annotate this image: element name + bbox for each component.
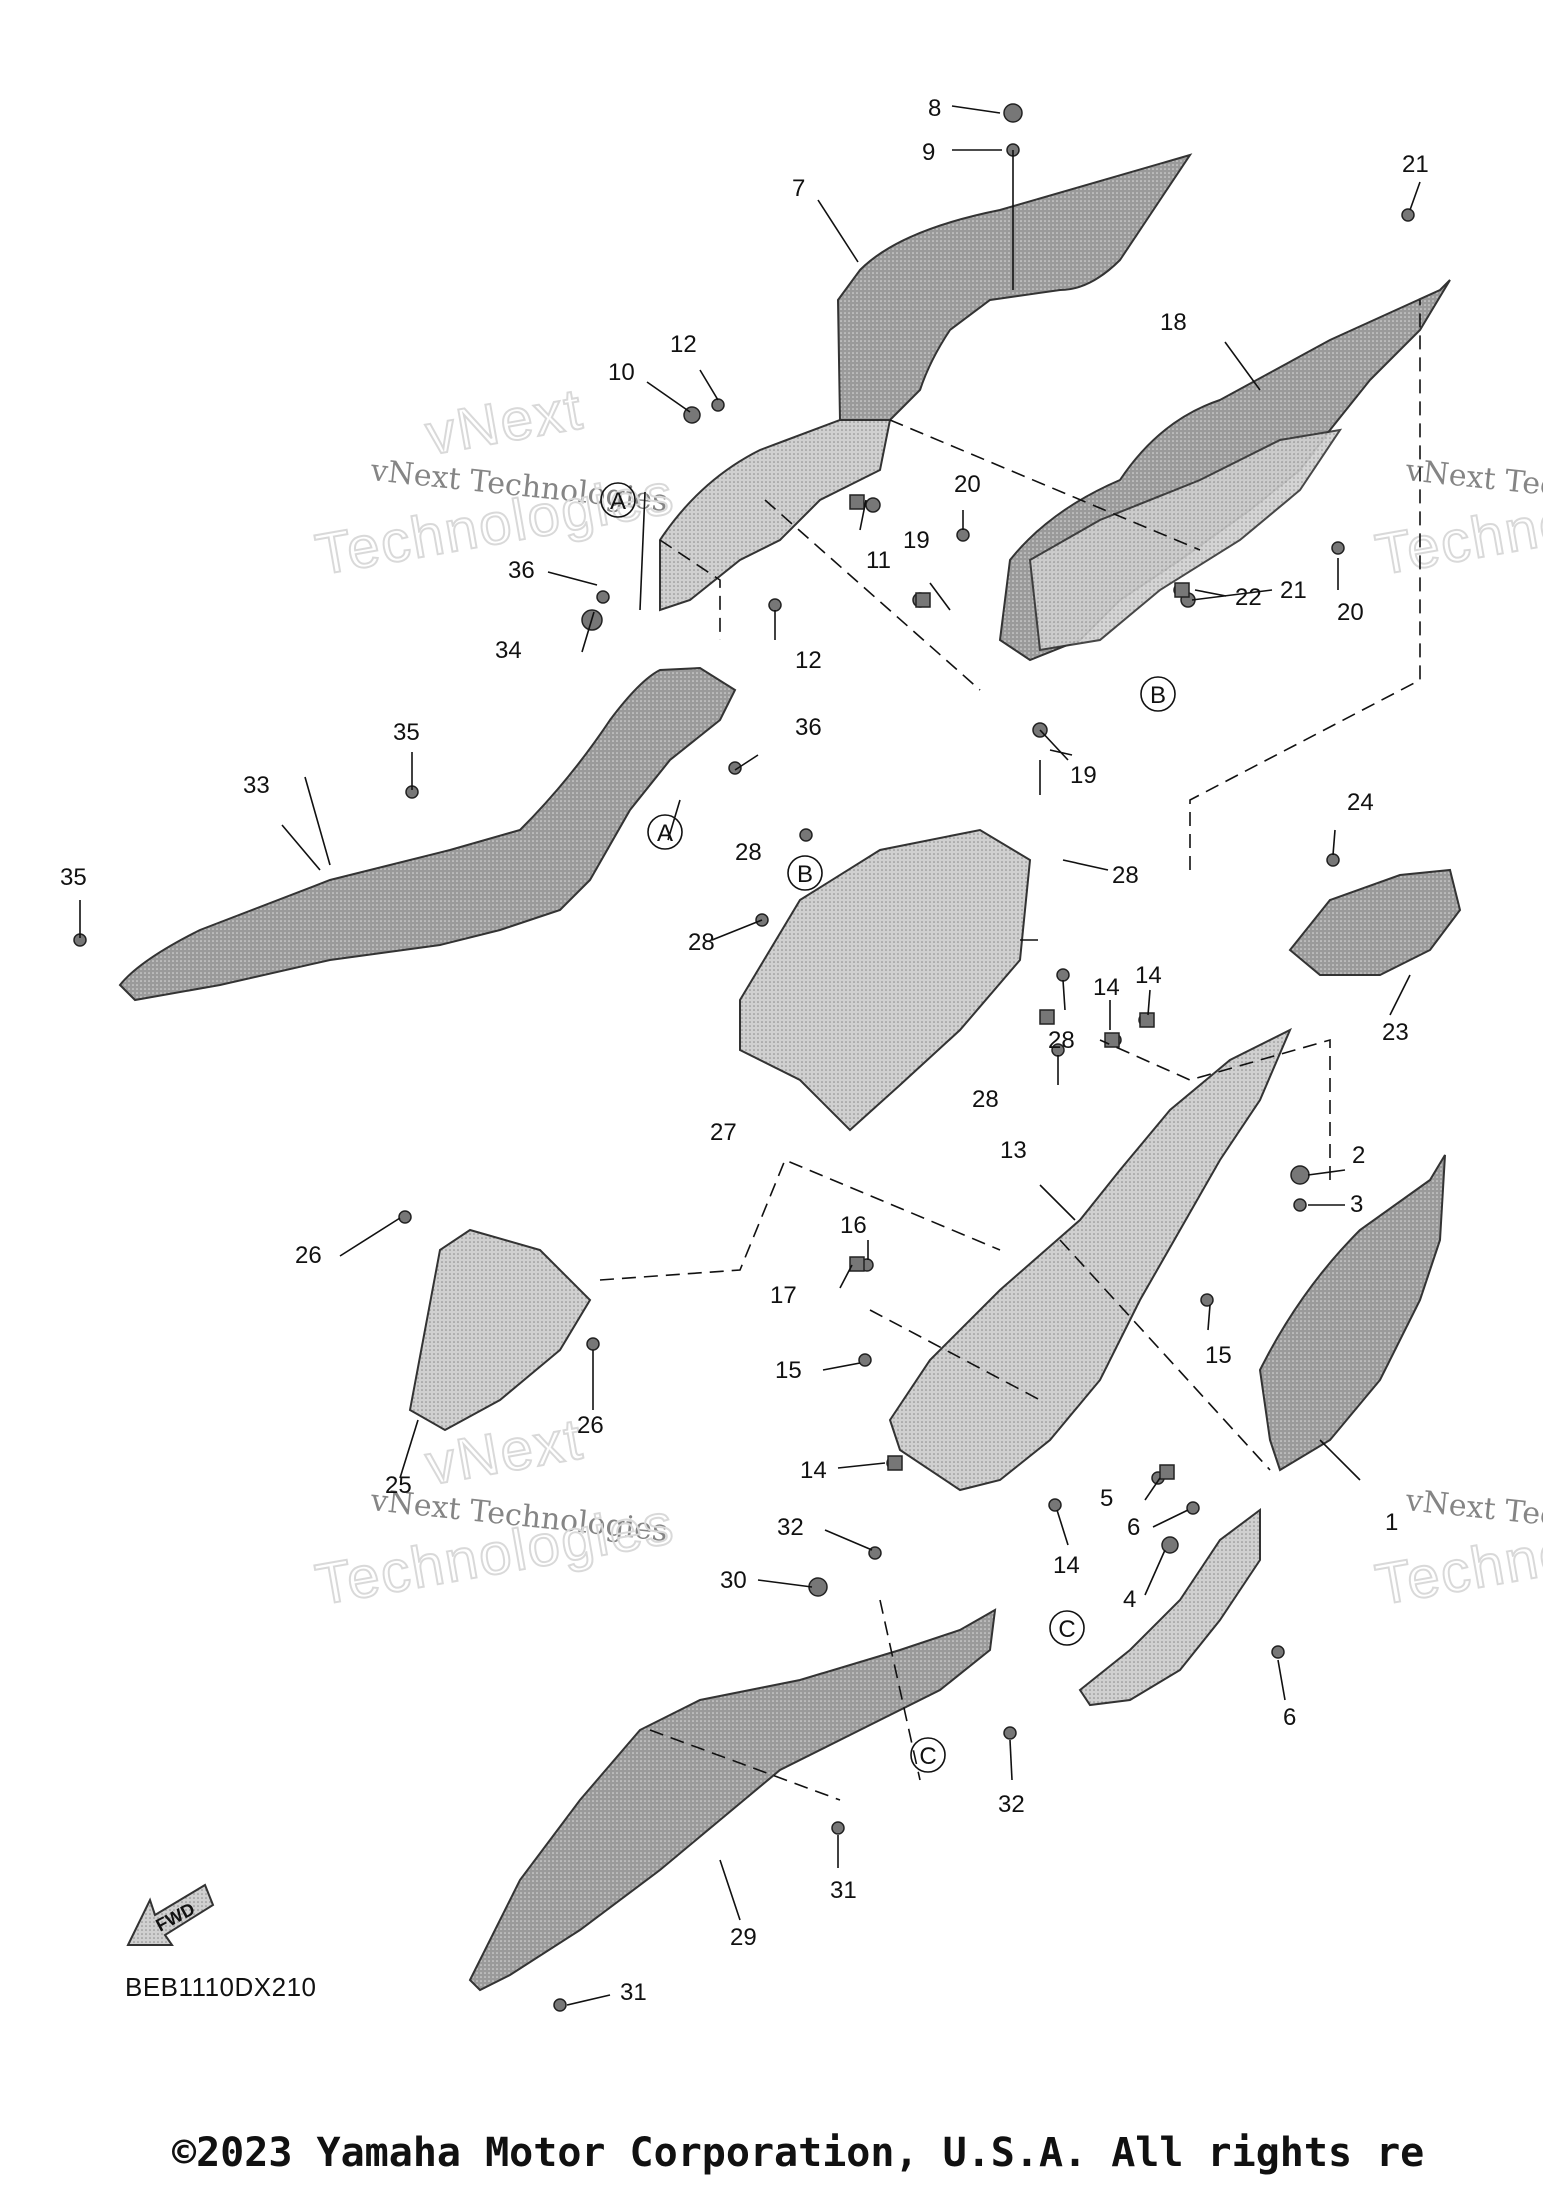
part-29-lower-panel (468, 1608, 997, 1992)
fwd-arrow-icon: FWD (126, 1883, 215, 1946)
ref-marker-A-1: A (600, 482, 636, 518)
ref-marker-B-2: B (787, 855, 823, 891)
part-27-inner-panel (739, 828, 1032, 1132)
callout-labels: 1 2 3 4 5 6 6 7 8 9 10 11 12 12 13 14 14… (60, 95, 1429, 2006)
callout-15: 15 (775, 1357, 802, 1384)
callout-20b: 20 (1337, 599, 1364, 626)
callout-18: 18 (1160, 309, 1187, 336)
callout-1: 1 (1385, 1509, 1398, 1536)
callout-14: 14 (1093, 974, 1120, 1001)
callout-30: 30 (720, 1567, 747, 1594)
callout-28d: 28 (1048, 1027, 1075, 1054)
callout-29: 29 (730, 1924, 757, 1951)
callout-9: 9 (922, 139, 935, 166)
callout-17: 17 (770, 1282, 797, 1309)
callout-22: 22 (1235, 584, 1262, 611)
copyright-notice: ©2023 Yamaha Motor Corporation, U.S.A. A… (172, 2130, 1425, 2176)
svg-text:C: C (1058, 1616, 1075, 1643)
svg-text:A: A (610, 488, 626, 515)
callout-26b: 26 (577, 1412, 604, 1439)
callout-5: 5 (1100, 1485, 1113, 1512)
callout-34: 34 (495, 637, 522, 664)
callout-32: 32 (777, 1514, 804, 1541)
callout-24: 24 (1347, 789, 1374, 816)
callout-35: 35 (393, 719, 420, 746)
part-inner-bracket (659, 419, 892, 612)
callout-6: 6 (1127, 1514, 1140, 1541)
watermark-big: vNext (421, 376, 588, 467)
callout-32b: 32 (998, 1791, 1025, 1818)
svg-text:B: B (1150, 682, 1166, 709)
part-18-inner (1028, 428, 1343, 652)
callout-27: 27 (710, 1119, 737, 1146)
callout-19b: 19 (1070, 762, 1097, 789)
callout-20: 20 (954, 471, 981, 498)
diagram-code: BEB1110DX210 (125, 1972, 317, 2002)
svg-text:B: B (797, 861, 813, 888)
svg-text:A: A (657, 820, 673, 847)
callout-36: 36 (508, 557, 535, 584)
callout-11: 11 (866, 547, 891, 574)
callout-28b: 28 (1112, 862, 1139, 889)
callout-15b: 15 (1205, 1342, 1232, 1369)
ref-marker-A-2: A (647, 814, 683, 850)
svg-text:C: C (919, 1743, 936, 1770)
part-13-frame (888, 1027, 1292, 1492)
callout-28c: 28 (688, 929, 715, 956)
callout-35b: 35 (60, 864, 87, 891)
callout-36b: 36 (795, 714, 822, 741)
ref-marker-C-2: C (910, 1737, 946, 1773)
callout-21b: 21 (1280, 577, 1307, 604)
callout-8: 8 (928, 95, 941, 122)
callout-14b: 14 (1135, 962, 1162, 989)
ref-marker-B-1: B (1140, 676, 1176, 712)
callout-3: 3 (1350, 1191, 1363, 1218)
part-lower-bracket (1078, 1508, 1261, 1707)
part-1-side-panel (1258, 1154, 1446, 1472)
callout-31b: 31 (620, 1979, 647, 2006)
callout-7: 7 (792, 175, 805, 202)
callout-2: 2 (1352, 1142, 1365, 1169)
callout-6b: 6 (1283, 1704, 1296, 1731)
ref-marker-C-1: C (1049, 1610, 1085, 1646)
callout-14c: 14 (800, 1457, 827, 1484)
assembly-lines (599, 300, 1421, 1801)
fasteners (73, 103, 1415, 2012)
callout-23: 23 (1382, 1019, 1409, 1046)
callout-10: 10 (608, 359, 635, 386)
callout-33: 33 (243, 772, 270, 799)
callout-16: 16 (840, 1212, 867, 1239)
callout-19: 19 (903, 527, 930, 554)
callout-12: 12 (670, 331, 697, 358)
callout-4: 4 (1123, 1586, 1136, 1613)
callout-14d: 14 (1053, 1552, 1080, 1579)
callout-26: 26 (295, 1242, 322, 1269)
callout-25: 25 (385, 1472, 412, 1499)
callout-28e: 28 (972, 1086, 999, 1113)
callout-31: 31 (830, 1877, 857, 1904)
part-23-cover (1288, 868, 1462, 976)
callout-28: 28 (735, 839, 762, 866)
callout-21: 21 (1402, 151, 1429, 178)
leader-lines (79, 105, 1421, 2006)
part-7-cover (836, 153, 1193, 421)
part-25-cover (408, 1228, 592, 1432)
callout-12b: 12 (795, 647, 822, 674)
callout-13: 13 (1000, 1137, 1027, 1164)
part-33-side-panel (118, 666, 737, 1002)
